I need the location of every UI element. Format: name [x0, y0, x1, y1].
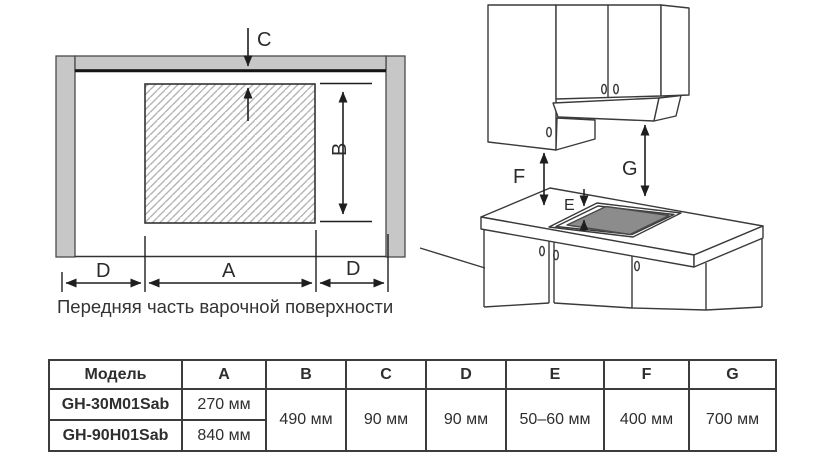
handle-tall-cabinet: [546, 126, 553, 138]
handle-upper-right-door: [613, 83, 620, 95]
dim-label-g: G: [622, 158, 638, 180]
dim-label-c: C: [257, 29, 271, 51]
wall-base-line: [419, 247, 486, 269]
handle-base-left-door: [539, 245, 546, 257]
dim-label-a: A: [222, 260, 236, 282]
dim-label-f: F: [513, 166, 525, 188]
header-c: C: [345, 359, 427, 390]
cooktop-surface: [566, 205, 670, 236]
wall-left: [55, 55, 76, 258]
cell-e-shared: 50–60 мм: [505, 388, 605, 452]
cell-g-shared: 700 мм: [688, 388, 777, 452]
dim-label-d-left: D: [96, 260, 110, 282]
base-bottom-middle: [553, 302, 763, 311]
hood-front-panel: [552, 97, 660, 122]
cell-c-shared: 90 мм: [345, 388, 427, 452]
cell-model-2: GH-90H01Sab: [48, 419, 183, 452]
handle-base-middle-door: [553, 249, 560, 261]
wall-back: [74, 55, 387, 71]
table-row: GH-90H01Sab 840 мм: [48, 419, 776, 452]
table-header-row: Модель A B C D E F G: [48, 359, 777, 390]
header-g: G: [688, 359, 777, 390]
cutout-top-view-diagram: C B D A D: [55, 28, 406, 292]
cell-b-shared: 490 мм: [265, 388, 347, 452]
dim-label-e: E: [564, 197, 575, 214]
base-bottom-left: [483, 302, 550, 308]
dim-label-b: B: [329, 143, 351, 156]
upper-cabinet-side-panel: [660, 4, 690, 97]
cell-a-2: 840 мм: [181, 419, 267, 452]
header-b: B: [265, 359, 347, 390]
cell-model-1: GH-30M01Sab: [48, 388, 183, 421]
header-a: A: [181, 359, 267, 390]
header-e: E: [505, 359, 605, 390]
header-model: Модель: [48, 359, 183, 390]
handle-upper-left-door: [601, 83, 608, 95]
upper-cabinet-tall-front: [487, 4, 557, 151]
cell-f-shared: 400 мм: [603, 388, 690, 452]
cooktop-rim-inner: [555, 205, 675, 236]
header-d: D: [425, 359, 507, 390]
hood-side-panel: [653, 94, 682, 122]
dimensions-table: Модель A B C D E F G GH-30M01Sab 270 мм …: [48, 359, 777, 452]
header-f: F: [603, 359, 690, 390]
upper-cabinet-tall-underside: [555, 117, 596, 151]
handle-base-right-door: [634, 260, 641, 272]
cell-d-shared: 90 мм: [425, 388, 507, 452]
wall-right: [385, 55, 406, 258]
cell-a-1: 270 мм: [181, 388, 267, 421]
cutout-area: [144, 83, 316, 224]
diagram-caption: Передняя часть варочной поверхности: [57, 296, 394, 317]
table-row: GH-30M01Sab 270 мм 490 мм 90 мм 90 мм 50…: [48, 388, 777, 452]
countertop-edge-right: [693, 225, 764, 268]
kitchen-perspective-diagram: F G E: [419, 4, 764, 311]
dim-label-d-right: D: [346, 258, 360, 280]
